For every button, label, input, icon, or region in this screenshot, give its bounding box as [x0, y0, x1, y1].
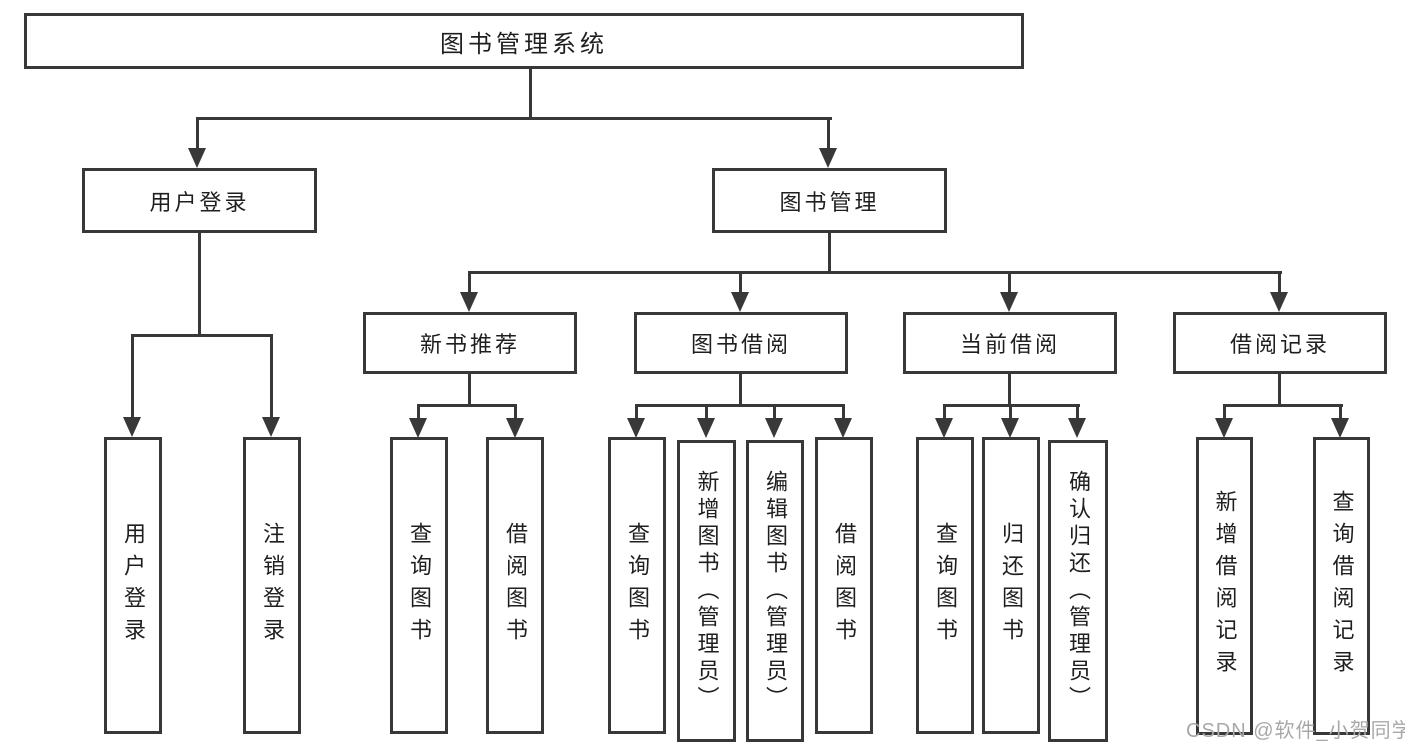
connector-line: [1339, 404, 1342, 420]
node-leaf-add-borrow-record: 新增借阅记录: [1196, 437, 1253, 735]
node-root: 图书管理系统: [24, 13, 1024, 69]
arrowhead-icon: [697, 418, 715, 438]
connector-line: [705, 404, 708, 420]
node-user-login: 用户登录: [82, 168, 317, 233]
connector-line: [131, 334, 134, 417]
node-leaf-query-book-2: 查询图书: [608, 437, 666, 734]
connector-line: [468, 374, 471, 406]
connector-line: [198, 233, 201, 336]
connector-line: [417, 404, 517, 407]
connector-line: [1223, 404, 1343, 407]
connector-line: [773, 404, 776, 420]
arrowhead-icon: [123, 417, 141, 437]
csdn-watermark: CSDN @软件_小贺同学: [1186, 720, 1405, 742]
node-leaf-borrow-book-1: 借阅图书: [486, 437, 544, 734]
node-leaf-user-login: 用户登录: [104, 437, 162, 734]
node-book-management-label: 图书管理: [779, 189, 880, 215]
connector-line: [635, 404, 845, 407]
connector-line: [1278, 271, 1281, 293]
arrowhead-icon: [262, 417, 280, 437]
connector-line: [468, 271, 471, 293]
connector-line: [514, 404, 517, 420]
connector-line: [739, 271, 742, 293]
connector-line: [417, 404, 420, 420]
connector-line: [468, 271, 1282, 274]
arrowhead-icon: [935, 418, 953, 438]
arrowhead-icon: [1331, 418, 1349, 438]
arrowhead-icon: [1000, 292, 1018, 312]
arrowhead-icon: [834, 418, 852, 438]
connector-line: [1008, 271, 1011, 293]
node-new-book: 新书推荐: [363, 312, 577, 374]
node-current-borrow-label: 当前借阅: [959, 332, 1060, 357]
leaf-label: 新增借阅记录: [1212, 490, 1238, 682]
connector-line: [131, 334, 273, 337]
node-borrow-record: 借阅记录: [1173, 312, 1387, 374]
leaf-label: 查询借阅记录: [1329, 490, 1355, 682]
leaf-label: 新增图书（管理员）: [694, 469, 720, 713]
connector-line: [270, 334, 273, 417]
connector-line: [842, 404, 845, 420]
arrowhead-icon: [188, 148, 206, 168]
connector-line: [196, 117, 199, 150]
connector-line: [1076, 404, 1079, 420]
arrowhead-icon: [409, 418, 427, 438]
connector-line: [1223, 404, 1226, 420]
connector-line: [1009, 404, 1012, 420]
connector-line: [635, 404, 638, 420]
arrowhead-icon: [1068, 418, 1086, 438]
leaf-label: 注销登录: [260, 521, 285, 650]
leaf-label: 归还图书: [999, 521, 1024, 650]
node-leaf-query-book-1: 查询图书: [390, 437, 448, 734]
node-root-label: 图书管理系统: [440, 30, 608, 58]
leaf-label: 借阅图书: [503, 521, 528, 650]
connector-line: [739, 374, 742, 406]
connector-line: [1008, 374, 1011, 406]
node-leaf-query-book-3: 查询图书: [916, 437, 974, 734]
node-leaf-query-borrow-record: 查询借阅记录: [1313, 437, 1370, 735]
arrowhead-icon: [1270, 292, 1288, 312]
connector-line: [529, 68, 532, 120]
leaf-label: 借阅图书: [832, 521, 857, 650]
node-leaf-return-book: 归还图书: [982, 437, 1040, 734]
arrowhead-icon: [1215, 418, 1233, 438]
node-leaf-add-book-admin: 新增图书（管理员）: [677, 440, 736, 742]
connector-line: [828, 233, 831, 273]
node-current-borrow: 当前借阅: [903, 312, 1117, 374]
arrowhead-icon: [506, 418, 524, 438]
connector-line: [943, 404, 946, 420]
node-book-borrow: 图书借阅: [634, 312, 848, 374]
arrowhead-icon: [460, 292, 478, 312]
connector-line: [196, 117, 832, 120]
node-leaf-confirm-return-admin: 确认归还（管理员）: [1048, 440, 1108, 742]
node-book-borrow-label: 图书借阅: [690, 332, 791, 357]
leaf-label: 查询图书: [407, 521, 432, 650]
leaf-label: 用户登录: [121, 521, 146, 650]
arrowhead-icon: [819, 148, 837, 168]
arrowhead-icon: [731, 292, 749, 312]
connector-line: [1278, 374, 1281, 406]
leaf-label: 查询图书: [933, 521, 958, 650]
arrowhead-icon: [765, 418, 783, 438]
leaf-label: 确认归还（管理员）: [1066, 469, 1091, 713]
node-user-login-label: 用户登录: [149, 189, 250, 215]
node-leaf-edit-book-admin: 编辑图书（管理员）: [746, 440, 804, 742]
node-book-management: 图书管理: [712, 168, 947, 233]
connector-line: [827, 117, 830, 150]
node-leaf-borrow-book-2: 借阅图书: [815, 437, 873, 734]
arrowhead-icon: [627, 418, 645, 438]
leaf-label: 查询图书: [625, 521, 650, 650]
node-new-book-label: 新书推荐: [419, 332, 520, 357]
node-borrow-record-label: 借阅记录: [1229, 332, 1330, 357]
arrowhead-icon: [1001, 418, 1019, 438]
leaf-label: 编辑图书（管理员）: [763, 469, 788, 713]
node-leaf-logout: 注销登录: [243, 437, 301, 734]
